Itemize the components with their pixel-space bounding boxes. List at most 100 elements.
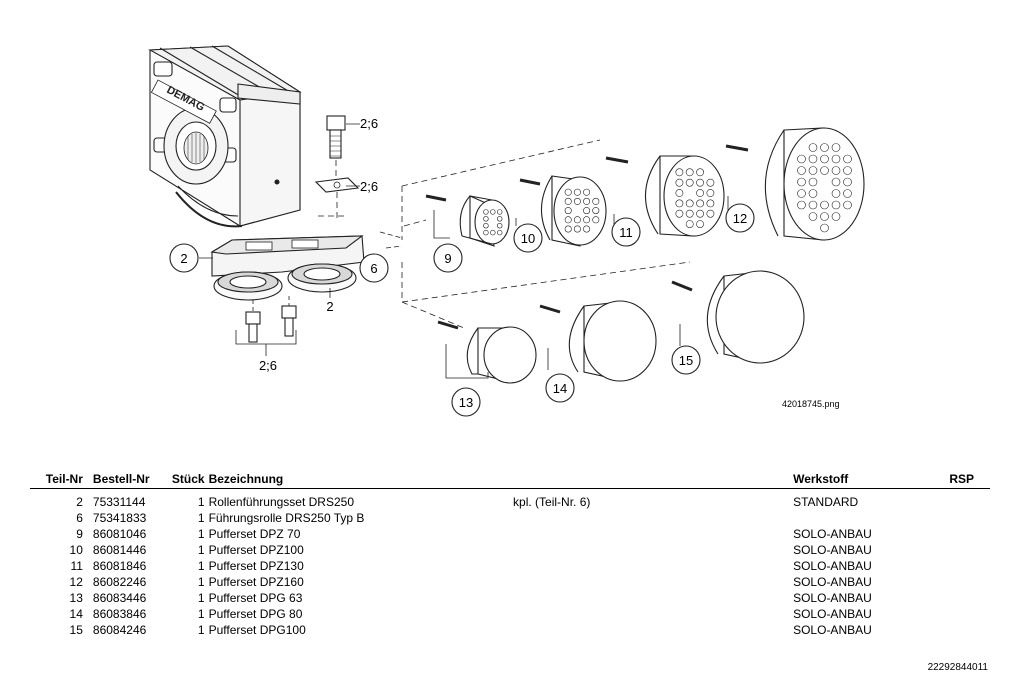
cell-hole (592, 216, 600, 224)
svg-text:2;6: 2;6 (360, 179, 378, 194)
cell-hole (497, 223, 503, 229)
cell-hole (583, 225, 591, 233)
cell-bezeichnung: Pufferset DPZ100 (208, 543, 304, 557)
parts-list-table: Teil-Nr Bestell-Nr Stück Bezeichnung Wer… (30, 471, 990, 638)
svg-text:9: 9 (444, 251, 451, 266)
cell-bestell-nr: 75341833 (92, 511, 147, 525)
cell-teil-nr: 15 (69, 623, 83, 637)
cell-hole (696, 189, 704, 197)
cell-hole (490, 229, 496, 236)
cell-teil-nr: 9 (76, 527, 83, 541)
cell-hole (483, 216, 489, 222)
table-header-row: Teil-Nr Bestell-Nr Stück Bezeichnung Wer… (30, 471, 990, 489)
callout-15: 15 (671, 345, 701, 375)
cell-hole (583, 197, 591, 205)
cell-hole (797, 177, 806, 187)
cell-note (513, 574, 793, 590)
cell-werkstoff: SOLO-ANBAU (793, 543, 872, 557)
svg-text:10: 10 (521, 231, 535, 246)
cell-rsp (949, 489, 990, 511)
cell-hole (820, 154, 829, 164)
screws-bottom (235, 296, 297, 356)
callout-2-left: 2 (169, 243, 199, 273)
cell-hole (592, 197, 600, 205)
cell-bestell-nr: 86081046 (92, 527, 147, 541)
cell-teil-nr: 13 (69, 591, 83, 605)
cell-hole (843, 189, 852, 198)
cell-hole (583, 216, 591, 224)
cell-rsp (949, 574, 990, 590)
cell-bezeichnung: Pufferset DPG 80 (208, 607, 303, 621)
cell-stueck: 1 (197, 495, 205, 509)
cell-werkstoff: SOLO-ANBAU (793, 623, 872, 637)
cell-hole (831, 166, 841, 175)
svg-text:14: 14 (553, 381, 567, 396)
cell-bezeichnung: Pufferset DPG 63 (208, 591, 303, 605)
cell-bezeichnung: Pufferset DPZ130 (208, 559, 304, 573)
cell-hole (483, 229, 489, 236)
cell-hole (808, 212, 818, 221)
cell-rsp (949, 510, 990, 526)
cell-teil-nr: 11 (70, 559, 83, 573)
cell-stueck: 1 (197, 623, 205, 637)
cell-note (513, 526, 793, 542)
cell-hole (696, 220, 704, 228)
callout-2-6-washer: 2;6 (360, 179, 378, 194)
cell-bestell-nr: 75331144 (92, 495, 146, 509)
cell-hole (685, 220, 694, 228)
cell-note (513, 558, 793, 574)
cell-bestell-nr: 86081846 (92, 559, 147, 573)
cell-hole (675, 189, 684, 197)
cell-teil-nr: 12 (69, 575, 83, 589)
header-teil-nr: Teil-Nr (30, 471, 93, 489)
cell-hole (483, 223, 489, 229)
cell-hole (675, 199, 684, 208)
cell-stueck: 1 (197, 591, 205, 605)
cell-hole (675, 178, 684, 187)
callout-9: 9 (433, 243, 463, 273)
header-stueck: Stück (165, 471, 209, 489)
cell-werkstoff: SOLO-ANBAU (793, 527, 872, 541)
cell-bezeichnung: Pufferset DPG100 (208, 623, 306, 637)
cell-hole (797, 154, 806, 164)
image-filename: 42018745.png (782, 399, 840, 409)
cell-hole (808, 189, 818, 198)
cell-teil-nr: 10 (69, 543, 83, 557)
cell-hole (808, 154, 818, 164)
document-number: 22292844011 (927, 662, 988, 673)
cell-hole (843, 177, 852, 187)
cell-stueck: 1 (197, 575, 205, 589)
roller-guide-assembly (210, 235, 365, 301)
cell-stueck: 1 (197, 527, 205, 541)
cell-hole (797, 166, 806, 175)
cell-rsp (949, 558, 990, 574)
svg-text:12: 12 (733, 211, 747, 226)
cell-hole (685, 199, 694, 208)
cell-hole (675, 168, 684, 177)
cell-bezeichnung: Führungsrolle DRS250 Typ B (208, 511, 365, 525)
cell-hole (820, 212, 829, 221)
cell-werkstoff: SOLO-ANBAU (793, 559, 872, 573)
cell-hole (696, 178, 704, 187)
buffer-dpz-70 (425, 194, 510, 247)
callout-6: 6 (359, 253, 389, 283)
svg-text:15: 15 (679, 353, 693, 368)
cell-hole (497, 209, 503, 215)
svg-text:6: 6 (370, 261, 377, 276)
svg-text:13: 13 (459, 395, 473, 410)
callout-2-6-top: 2;6 (360, 116, 378, 131)
cell-werkstoff: SOLO-ANBAU (793, 591, 872, 605)
cell-hole (831, 200, 841, 210)
cell-hole (564, 197, 572, 205)
callout-13: 13 (451, 387, 481, 417)
cell-note: kpl. (Teil-Nr. 6) (513, 495, 591, 509)
cell-werkstoff: SOLO-ANBAU (793, 575, 872, 589)
buffer-dpg-63 (437, 320, 537, 384)
cell-hole (592, 207, 600, 215)
cell-hole (696, 168, 704, 177)
